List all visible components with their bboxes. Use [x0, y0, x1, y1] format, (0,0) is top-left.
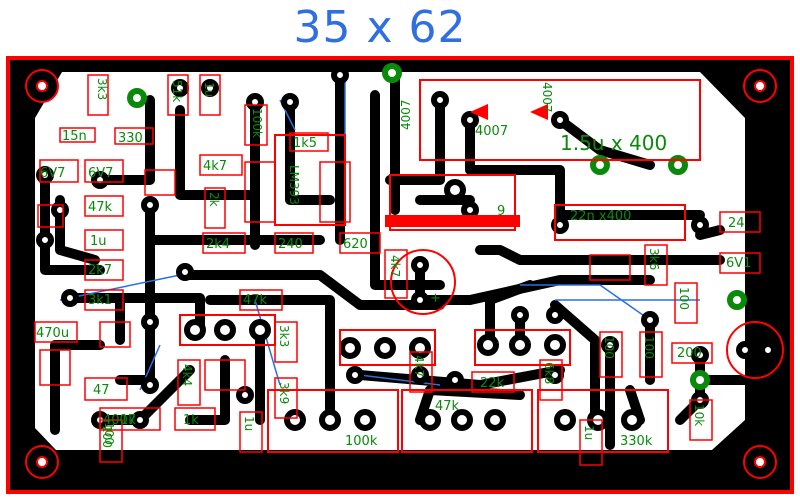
label-1k-b: 1k — [120, 413, 136, 428]
label-1k5: 1k5 — [293, 136, 317, 151]
label-3k1: 3k1 — [88, 293, 112, 308]
label-1u-bottom: 1u — [242, 416, 256, 431]
label-4k7-mid: 4k7 — [412, 355, 426, 377]
label-2k: 2k — [207, 192, 221, 207]
label-4007-bottom: 4007 — [103, 413, 136, 428]
label-4k7-cap: 4k7 — [388, 255, 402, 277]
label-4007-b: 4007 — [540, 82, 554, 113]
label-1u-right: 1u — [582, 425, 596, 440]
label-200: 200 — [677, 346, 702, 361]
label-10k: 10k — [692, 404, 706, 426]
label-6v1: 6V1 — [726, 256, 751, 271]
label-1u-left: 1u — [90, 234, 107, 249]
label-330k-pot: 330k — [620, 434, 653, 449]
label-47: 47 — [93, 383, 110, 398]
label-100-a: 100 — [677, 287, 691, 310]
label-47k-pot: 47k — [435, 399, 460, 414]
pads — [36, 66, 777, 431]
label-2k4: 2k4 — [206, 237, 230, 252]
label-100-bottom: 100 — [102, 422, 116, 445]
label-24: 24 — [728, 216, 745, 231]
label-3k3-mid: 3k3 — [277, 325, 291, 347]
label-6k8: 6k8 — [542, 362, 556, 384]
label-3k3: 3k3 — [95, 78, 109, 100]
label-4k7: 4k7 — [203, 159, 227, 174]
label-100-vert: 100 — [100, 425, 114, 448]
label-620: 620 — [343, 237, 368, 252]
label-3k6: 3k6 — [647, 248, 661, 270]
label-1k: 1k — [183, 413, 199, 428]
label-6v7: 6V7 — [88, 166, 113, 181]
part-boxes — [34, 74, 761, 466]
label-470u: 470u — [36, 326, 69, 341]
label-100k-pot: 100k — [345, 434, 378, 449]
diode-mark — [470, 104, 488, 120]
heatsink-bar — [385, 215, 520, 227]
mounting-holes — [25, 69, 777, 479]
diode-mark-2 — [530, 104, 548, 120]
label-330: 330 — [118, 131, 143, 146]
silkscreen-labels: 3k3 51k 1u 15n 330 6V7 6V7 47k 1u 2k7 3k… — [36, 78, 751, 449]
board-title: 35 x 62 — [293, 2, 467, 53]
label-4007-a: 4007 — [475, 124, 508, 139]
label-lm393: LM393 — [287, 165, 301, 205]
label-6v7-left: 6V7 — [40, 166, 65, 181]
label-22k: 22k — [480, 376, 505, 391]
label-100k-side: 100k — [250, 108, 264, 138]
label-2k7: 2k7 — [88, 263, 112, 278]
label-100-c: 100 — [642, 336, 656, 359]
label-22n-x400: 22n x400 — [570, 209, 631, 224]
copper-area — [35, 72, 745, 450]
label-4007-c: 4007 — [399, 99, 413, 130]
label-240: 240 — [278, 237, 303, 252]
label-51k: 51k — [170, 80, 184, 102]
label-15n: 15n — [62, 129, 87, 144]
label-4k4: 4k4 — [180, 364, 194, 386]
test-points — [127, 63, 747, 390]
label-plus: + — [430, 291, 441, 306]
label-47k: 47k — [88, 200, 113, 215]
label-100-b: 100 — [602, 336, 616, 359]
label-47k-mid: 47k — [243, 293, 268, 308]
label-9: 9 — [497, 204, 505, 219]
label-1u: 1u — [202, 82, 216, 97]
label-1-5u-x-400: 1.5u x 400 — [560, 131, 667, 155]
label-3k9: 3k9 — [277, 382, 291, 404]
